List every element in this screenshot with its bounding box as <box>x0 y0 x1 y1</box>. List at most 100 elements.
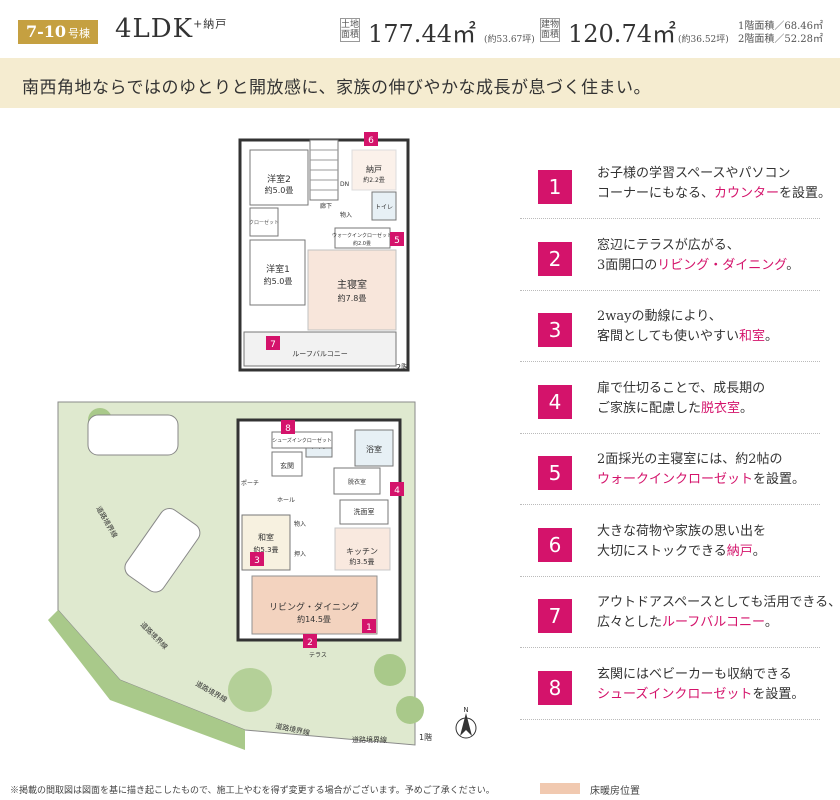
room-storage-size: 約2.2畳 <box>363 176 385 184</box>
hall-2f-label: 廊下 <box>320 202 332 210</box>
land-label-1: 土地 <box>341 20 360 30</box>
marker-2 <box>303 634 317 648</box>
feature-number: 1 <box>538 170 572 204</box>
disclaimer-note: ※掲載の間取図は図面を基に描き起こしたもので、施工上やむを得ず変更する場合がござ… <box>10 786 495 796</box>
feature-line2: シューズインクローゼットを設置。 <box>597 685 804 705</box>
marker-5-label: 5 <box>394 236 400 246</box>
kitchen-size: 約3.5畳 <box>349 557 374 566</box>
car-1 <box>87 414 179 456</box>
feature-line2-text: 。 <box>740 400 754 416</box>
feature-line1: 扉で仕切ることで、成長期の <box>597 380 766 396</box>
feature-number: 2 <box>538 241 572 276</box>
feature-number: 3 <box>538 313 572 347</box>
feature-number: 4 <box>538 384 572 419</box>
feature-line2-text: コーナーにもなる、 <box>597 186 715 201</box>
feature-highlight: シューズインクローゼット <box>597 686 753 702</box>
floor2-label: 2階 <box>396 362 409 372</box>
feature-text: 2wayの動線により、客間としても使いやすい和室。 <box>597 307 778 347</box>
feature-item: 3 2wayの動線により、客間としても使いやすい和室。 <box>520 291 820 362</box>
feature-text: お子様の学習スペースやパソコンコーナーにもなる、カウンターを設置。 <box>597 164 831 204</box>
living-dining <box>251 575 378 635</box>
room-western1 <box>249 239 306 306</box>
floor-heating-swatch <box>540 783 580 794</box>
feature-line2: 広々としたルーフバルコニー。 <box>597 613 840 633</box>
terrace-label: テラス <box>309 652 327 659</box>
closet-1-label: クローゼット <box>249 219 279 226</box>
feature-line1: お子様の学習スペースやパソコン <box>597 166 791 181</box>
feature-highlight: ルーフバルコニー <box>662 615 765 630</box>
oshiire-label: 押入 <box>294 550 306 558</box>
marker-5 <box>390 232 404 246</box>
land-label-2: 面積 <box>341 30 360 40</box>
closet-1 <box>249 207 279 237</box>
feature-text: 玄関にはベビーカーも収納できるシューズインクローゼットを設置。 <box>597 665 804 705</box>
car-2 <box>124 508 201 593</box>
room-master-size: 約7.8畳 <box>338 293 367 303</box>
room-storage-label: 納戸 <box>366 164 382 174</box>
marker-6-label: 6 <box>368 136 374 146</box>
feature-line2: ご家族に配慮した脱衣室。 <box>597 399 765 419</box>
feature-line1: 2面採光の主寝室には、約2帖の <box>597 452 783 467</box>
dressing-label: 脱衣室 <box>348 478 366 486</box>
storage-1f-label: 物入 <box>294 520 306 528</box>
stairs-2f <box>309 139 339 201</box>
marker-8-label: 8 <box>285 424 291 434</box>
room-western2-label: 洋室2 <box>267 173 291 185</box>
feature-line2: 客間としても使いやすい和室。 <box>597 327 778 347</box>
tagline-text: 南西角地ならではのゆとりと開放感に、家族の伸びやかな成長が息づく住まい。 <box>22 78 651 98</box>
feature-text: 大きな荷物や家族の思い出を大切にストックできる納戸。 <box>597 522 766 562</box>
floor1-label: 1階 <box>419 732 432 742</box>
toilet-2f-label: トイレ <box>375 204 393 211</box>
building-tsubo: (約36.52坪) <box>678 35 729 45</box>
washroom <box>339 499 389 525</box>
tagline-banner: 南西角地ならではのゆとりと開放感に、家族の伸びやかな成長が息づく住まい。 <box>0 58 840 108</box>
building-area: 120.74㎡ <box>568 20 676 48</box>
feature-line2: ウォークインクローゼットを設置。 <box>597 470 805 490</box>
feature-line2-text: を設置。 <box>752 686 805 702</box>
floor2-plan: 洋室2 約5.0畳 クローゼット DN 納戸 約2.2畳 トイレ 物入 廊下 ウ… <box>238 132 410 372</box>
garden-strip <box>48 610 245 750</box>
feature-line2-text: 。 <box>764 615 778 630</box>
floor1-plan: 和室 約5.3畳 押入 物入 リビング・ダイニング 約14.5畳 キッチン 約3… <box>48 401 477 750</box>
feature-text: アウトドアスペースとしても活用できる、広々としたルーフバルコニー。 <box>597 593 840 633</box>
shoe-closet-label: シューズインクローゼット <box>272 437 332 444</box>
feature-line2-text: 大切にストックできる <box>597 543 727 559</box>
entrance <box>271 451 303 477</box>
feature-item: 6 大きな荷物や家族の思い出を大切にストックできる納戸。 <box>520 506 820 577</box>
feature-item: 1 お子様の学習スペースやパソコンコーナーにもなる、カウンターを設置。 <box>520 148 831 219</box>
feature-line1: 玄関にはベビーカーも収納できる <box>597 666 792 682</box>
feature-highlight: 脱衣室 <box>701 400 741 416</box>
walk-in-size: 約2.0畳 <box>353 240 371 247</box>
bldg-label-1: 建物 <box>541 20 560 30</box>
lot-label: 7-10 <box>26 22 67 41</box>
feature-line1: 大きな荷物や家族の思い出を <box>597 523 767 539</box>
feature-line2: 3面開口のリビング・ダイニング。 <box>597 256 799 276</box>
room-western2 <box>249 149 309 206</box>
room-western1-label: 洋室1 <box>266 263 290 275</box>
dressing-room <box>333 467 381 495</box>
feature-text: 扉で仕切ることで、成長期のご家族に配慮した脱衣室。 <box>597 379 765 419</box>
land-area: 177.44㎡ <box>368 20 476 48</box>
marker-4 <box>390 482 404 496</box>
feature-number: 6 <box>538 527 572 562</box>
japanese-room-size: 約5.3畳 <box>253 545 278 554</box>
building-area-label: 建物面積 <box>540 18 560 42</box>
plan-type-label: 4LDK <box>115 14 194 44</box>
japanese-room-label: 和室 <box>258 532 274 542</box>
marker-1-label: 1 <box>366 623 372 633</box>
room-master <box>307 249 397 331</box>
north-label: N <box>463 706 468 714</box>
marker-3 <box>250 552 264 566</box>
marker-7 <box>266 336 280 350</box>
floor-areas: 1階面積／68.46㎡ 2階面積／52.28㎡ <box>738 20 823 46</box>
floor2-area: 2階面積／52.28㎡ <box>738 34 823 45</box>
entrance-label: 玄関 <box>280 461 294 470</box>
feature-line2-text: 。 <box>786 257 800 273</box>
ldk-label: リビング・ダイニング <box>269 601 359 613</box>
feature-line2: コーナーにもなる、カウンターを設置。 <box>597 184 831 204</box>
feature-item: 4 扉で仕切ることで、成長期のご家族に配慮した脱衣室。 <box>520 363 820 434</box>
